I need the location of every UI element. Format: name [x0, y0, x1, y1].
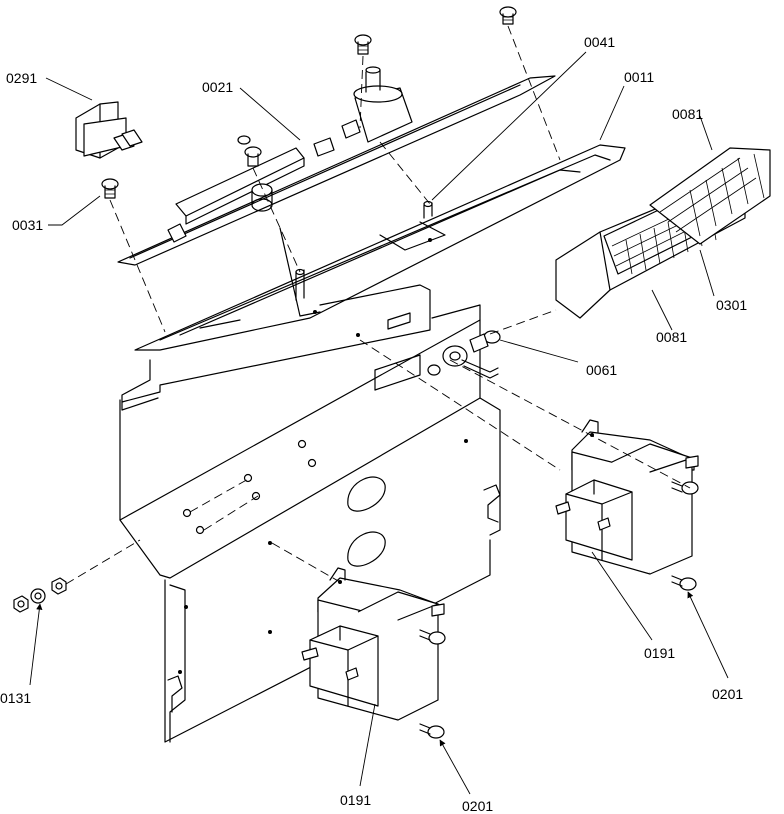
label-0191-left: 0191 — [340, 792, 371, 808]
label-0061: 0061 — [586, 362, 617, 378]
label-0301: 0301 — [716, 297, 747, 313]
screw-relay — [237, 135, 262, 167]
terminal-block — [75, 101, 143, 159]
label-0081-bottom: 0081 — [656, 329, 687, 345]
label-0131: 0131 — [0, 690, 31, 706]
ground-screw-assembly — [427, 330, 501, 379]
screw-top-center — [354, 34, 372, 55]
keypad-grid-upper — [659, 153, 765, 237]
relay-assembly — [167, 66, 413, 243]
transformer-left — [301, 567, 446, 721]
keypad-frame — [555, 147, 771, 319]
part-labels: 0291 0021 0031 0041 0011 0081 0301 0081 … — [0, 34, 747, 814]
assembly-lines — [65, 25, 691, 585]
label-0191-right: 0191 — [644, 645, 675, 661]
top-screws — [101, 6, 517, 199]
label-0041: 0041 — [584, 34, 615, 50]
label-0201-left: 0201 — [462, 798, 493, 814]
nuts-washers — [13, 577, 67, 613]
control-tray — [117, 75, 626, 351]
label-0021: 0021 — [202, 79, 233, 95]
transformer-right — [555, 419, 699, 575]
label-0201-right: 0201 — [712, 686, 743, 702]
label-0081-top: 0081 — [672, 106, 703, 122]
screw-bottom-right — [671, 575, 697, 591]
leader-lines — [29, 51, 729, 795]
label-0031: 0031 — [12, 217, 43, 233]
label-0011: 0011 — [624, 69, 654, 85]
screw-bottom-left — [419, 723, 445, 739]
label-0291: 0291 — [6, 70, 37, 86]
screw-left-0031 — [101, 178, 119, 199]
screw-top-right — [499, 6, 517, 25]
